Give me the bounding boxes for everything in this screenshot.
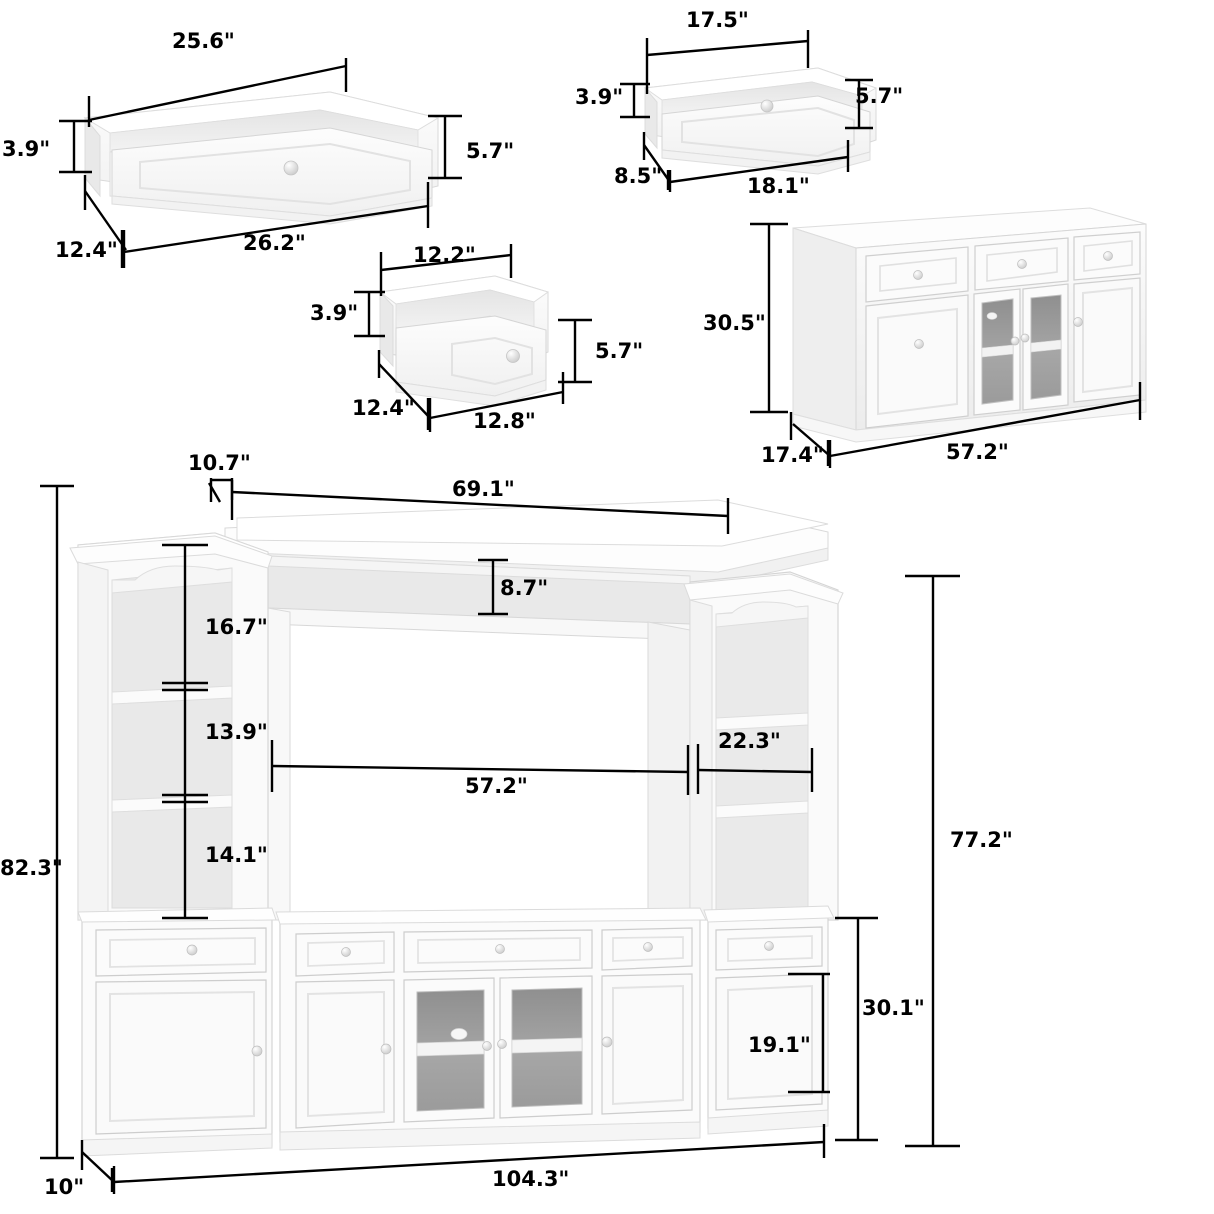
drawer-knob-icon	[283, 160, 299, 176]
dim-small-inner-height: 3.9"	[310, 301, 358, 325]
large-drawer-illustration: 25.6" 3.9" 5.7" 12.4" 26.2"	[2, 29, 514, 268]
dim-medium-inner-height: 3.9"	[575, 85, 623, 109]
dim-pier-opening-width: 22.3"	[718, 729, 781, 753]
tv-console-illustration: 30.5" 17.4" 57.2"	[703, 207, 1147, 468]
dim-large-outer-width: 26.2"	[243, 231, 306, 255]
dim-large-depth: 12.4"	[55, 238, 118, 262]
dim-pier-shelf-bottom: 14.1"	[205, 843, 268, 867]
dim-tower-height: 77.2"	[950, 828, 1013, 852]
dim-pier-shelf-top: 16.7"	[205, 615, 268, 639]
dim-bridge-depth: 10.7"	[188, 451, 251, 475]
dim-base-depth: 10"	[44, 1175, 84, 1199]
dim-medium-depth: 8.5"	[614, 164, 662, 188]
dim-large-front-width: 25.6"	[172, 29, 235, 53]
wall-unit-illustration: 10.7" 69.1" 8.7" 16.7" 13.9" 14.1" 57.2"…	[0, 451, 1013, 1199]
dim-total-width: 104.3"	[492, 1167, 569, 1191]
dim-small-outer-width: 12.8"	[473, 409, 536, 433]
dim-small-front-height: 5.7"	[595, 339, 643, 363]
drawer-knob-icon	[506, 349, 520, 363]
base-center-door-right	[601, 973, 693, 1115]
base-center-door-left	[295, 979, 395, 1129]
dim-bridge-width: 69.1"	[452, 477, 515, 501]
dim-large-front-height: 5.7"	[466, 139, 514, 163]
dim-door-height: 19.1"	[748, 1033, 811, 1057]
base-right-door	[715, 973, 823, 1111]
dim-pier-shelf-mid: 13.9"	[205, 720, 268, 744]
dim-medium-outer-width: 18.1"	[747, 174, 810, 198]
dim-console-height: 30.5"	[703, 311, 766, 335]
dim-tv-opening-width: 57.2"	[465, 774, 528, 798]
dim-total-height: 82.3"	[0, 856, 63, 880]
small-drawer-illustration: 12.2" 3.9" 5.7" 12.4" 12.8"	[310, 243, 643, 433]
right-tower-cavity	[715, 605, 809, 911]
base-left-drawer	[95, 927, 267, 977]
base-left-door	[95, 979, 267, 1135]
dim-bridge-shelf-height: 8.7"	[500, 576, 548, 600]
dim-console-depth: 17.4"	[761, 443, 824, 467]
medium-drawer-illustration: 17.5" 3.9" 5.7" 8.5" 18.1"	[575, 8, 903, 198]
dim-large-inner-height: 3.9"	[2, 137, 50, 161]
dim-medium-front-width: 17.5"	[686, 8, 749, 32]
drawer-knob-icon	[760, 99, 774, 113]
dim-medium-front-height: 5.7"	[855, 84, 903, 108]
dim-console-width: 57.2"	[946, 440, 1009, 464]
console-left-door	[865, 294, 969, 429]
dim-small-front-width: 12.2"	[413, 243, 476, 267]
dim-small-depth: 12.4"	[352, 396, 415, 420]
dim-base-height: 30.1"	[862, 996, 925, 1020]
